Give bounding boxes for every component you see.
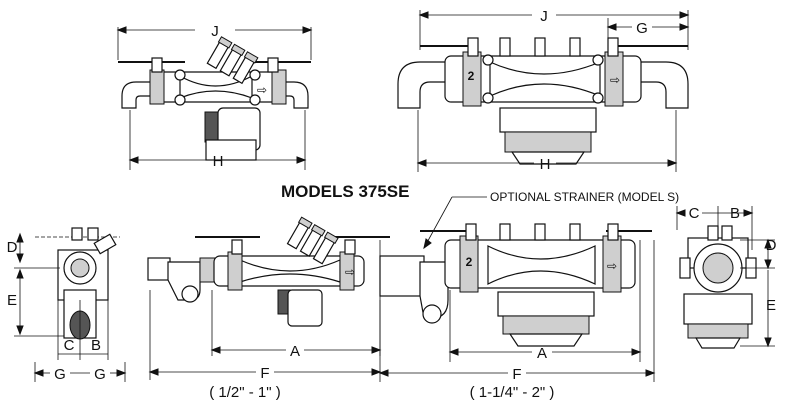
dim-label-c-left: C	[64, 337, 75, 354]
dim-label-g-top-right: G	[636, 20, 648, 37]
dim-label-h-top-right: H	[540, 156, 551, 173]
dim-label-b-right: B	[730, 205, 740, 222]
dim-label-d-right: D	[766, 237, 777, 254]
size-caption-large: ( 1-1/4" - 2" )	[470, 384, 555, 401]
dim-label-j-top-left: J	[211, 23, 219, 40]
flow-arrow-mark-small: ⇨	[345, 265, 355, 279]
dim-label-f-small: F	[260, 365, 269, 382]
optional-strainer-label: OPTIONAL STRAINER (MODEL S)	[490, 190, 679, 204]
flow-arrow-mark-bottom: ⇨	[607, 259, 617, 273]
dim-label-j-top-right: J	[540, 8, 548, 25]
models-title: MODELS 375SE	[281, 182, 410, 201]
dim-label-a-large: A	[537, 345, 547, 362]
large-valve-end-view: C B D E	[675, 205, 777, 349]
small-valve-top-view: J ⇨	[116, 23, 313, 170]
dim-label-e-left: E	[7, 292, 17, 309]
dim-label-g-left-1: G	[54, 366, 66, 383]
large-valve-top-view: J G 2 ⇨	[397, 8, 690, 173]
check-two-mark-top: 2	[468, 69, 475, 83]
large-valve-strainer-view: 2 ⇨ A F ( 1-1/4" - 2" )	[378, 223, 656, 401]
dim-label-e-right: E	[766, 297, 776, 314]
strainer-callout: OPTIONAL STRAINER (MODEL S)	[423, 190, 679, 250]
dim-label-h-top-left: H	[213, 153, 224, 170]
small-valve-strainer-view: ⇨ A F ( 1/2" - 1" )	[147, 216, 390, 401]
dim-label-f-large: F	[512, 366, 521, 383]
dim-label-g-left-2: G	[94, 366, 106, 383]
dim-label-c-right: C	[689, 205, 700, 222]
size-caption-small: ( 1/2" - 1" )	[209, 384, 281, 401]
flow-arrow-mark-top: ⇨	[610, 73, 620, 87]
small-valve-end-view: D E C B G G	[7, 227, 127, 383]
dim-label-a-small: A	[290, 343, 300, 360]
dim-label-d-left: D	[7, 239, 18, 256]
dim-label-b-left: B	[91, 337, 101, 354]
flow-arrow-mark: ⇨	[257, 83, 267, 97]
check-two-mark-bottom: 2	[466, 255, 473, 269]
